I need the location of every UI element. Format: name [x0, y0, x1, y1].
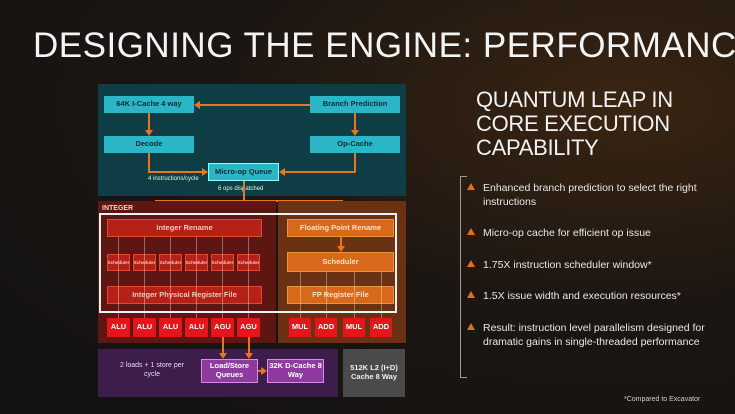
arrow-tip — [351, 130, 359, 136]
headline: QUANTUM LEAP IN CORE EXECUTION CAPABILIT… — [476, 88, 673, 160]
footnote: *Compared to Excavator — [624, 396, 701, 403]
l2-cache-block: 512K L2 (I+D) Cache 8 Way — [343, 349, 405, 397]
ops-dispatched-label: 6 ops dispatched — [218, 186, 264, 192]
triangle-icon — [467, 291, 475, 298]
opcache-block: Op-Cache — [310, 136, 400, 153]
scheduler-block: Scheduler — [237, 254, 260, 271]
arrow-tip — [337, 246, 345, 252]
exec-unit-mul: MUL — [289, 318, 311, 337]
bullet-item: 1.75X instruction scheduler window* — [467, 258, 713, 272]
triangle-icon — [467, 323, 475, 330]
microop-queue-block: Micro-op Queue — [208, 163, 279, 181]
arrow-icache-to-decode — [148, 113, 150, 130]
connector — [170, 237, 171, 318]
arrow-queue-down — [243, 181, 245, 200]
triangle-icon — [467, 228, 475, 235]
arrow-tip — [219, 353, 227, 359]
headline-line: CAPABILITY — [476, 135, 599, 160]
bullet-item: Micro-op cache for efficient op issue — [467, 226, 713, 240]
exec-unit-add: ADD — [370, 318, 392, 337]
bullet-text: 1.75X instruction scheduler window* — [483, 259, 652, 271]
arrow-tip — [202, 168, 208, 176]
connector — [144, 237, 145, 318]
lsq-to-dcache — [258, 370, 261, 372]
connector — [222, 237, 223, 318]
dcache-block: 32K D-Cache 8 Way — [267, 359, 324, 383]
arrow-tip — [279, 168, 285, 176]
bullet-item: Result: instruction level parallelism de… — [467, 321, 713, 349]
load-store-queues-block: Load/Store Queues — [201, 359, 258, 383]
bullet-text: Micro-op cache for efficient op issue — [483, 227, 651, 239]
arrow-bp-to-opcache — [354, 113, 356, 130]
agu-to-lsq — [248, 337, 250, 353]
scheduler-block: Scheduler — [133, 254, 156, 271]
integer-prf-block: Integer Physical Register File — [107, 286, 262, 304]
scheduler-block: Scheduler — [211, 254, 234, 271]
exec-unit-agu: AGU — [211, 318, 234, 337]
exec-unit-agu: AGU — [237, 318, 260, 337]
exec-unit-alu: ALU — [185, 318, 208, 337]
exec-unit-add: ADD — [315, 318, 337, 337]
connector — [381, 272, 382, 318]
fp-scheduler-block: Scheduler — [287, 252, 394, 272]
icache-block: 64K I-Cache 4 way — [104, 96, 194, 113]
highlight-outline — [99, 213, 397, 313]
exec-unit-alu: ALU — [133, 318, 156, 337]
bullet-item: 1.5X issue width and execution resources… — [467, 289, 713, 303]
triangle-icon — [467, 183, 475, 190]
arrow-opcache-down — [354, 153, 356, 172]
bullet-bracket — [460, 176, 467, 378]
decode-block: Decode — [104, 136, 194, 153]
bullet-text: Result: instruction level parallelism de… — [483, 322, 705, 348]
arrow-tip — [261, 367, 267, 375]
arrow-tip — [245, 353, 253, 359]
triangle-icon — [467, 260, 475, 267]
scheduler-block: Scheduler — [107, 254, 130, 271]
connector — [196, 237, 197, 318]
arrow-decode-down — [148, 153, 150, 172]
connector — [326, 272, 327, 318]
connector — [300, 272, 301, 318]
headline-line: QUANTUM LEAP IN — [476, 87, 673, 112]
connector — [248, 237, 249, 318]
fp-rename-to-scheduler — [340, 237, 342, 247]
loads-note: 2 loads + 1 store per cycle — [119, 362, 184, 378]
headline-line: CORE EXECUTION — [476, 111, 670, 136]
exec-unit-alu: ALU — [107, 318, 130, 337]
bullet-text: Enhanced branch prediction to select the… — [483, 182, 697, 208]
instr-cycle-label: 4 instructions/cycle — [148, 176, 199, 182]
exec-unit-mul: MUL — [343, 318, 365, 337]
connector — [354, 272, 355, 318]
page-title: DESIGNING THE ENGINE: PERFORMANCE — [33, 26, 735, 65]
fp-rename-block: Floating Point Rename — [287, 219, 394, 237]
scheduler-block: Scheduler — [159, 254, 182, 271]
bullet-item: Enhanced branch prediction to select the… — [467, 181, 713, 209]
branch-prediction-block: Branch Prediction — [310, 96, 400, 113]
agu-to-lsq — [222, 337, 224, 353]
arrow-tip — [145, 130, 153, 136]
exec-unit-alu: ALU — [159, 318, 182, 337]
connector — [118, 237, 119, 318]
scheduler-block: Scheduler — [185, 254, 208, 271]
fp-register-file-block: FP Register File — [287, 286, 394, 304]
integer-label: INTEGER — [102, 205, 134, 212]
arrow-opcache-to-queue — [285, 171, 356, 173]
arrow-bp-to-icache — [200, 104, 310, 106]
integer-rename-block: Integer Rename — [107, 219, 262, 237]
bullet-text: 1.5X issue width and execution resources… — [483, 290, 681, 302]
arrow-decode-to-queue — [148, 171, 202, 173]
arrow-tip — [194, 101, 200, 109]
